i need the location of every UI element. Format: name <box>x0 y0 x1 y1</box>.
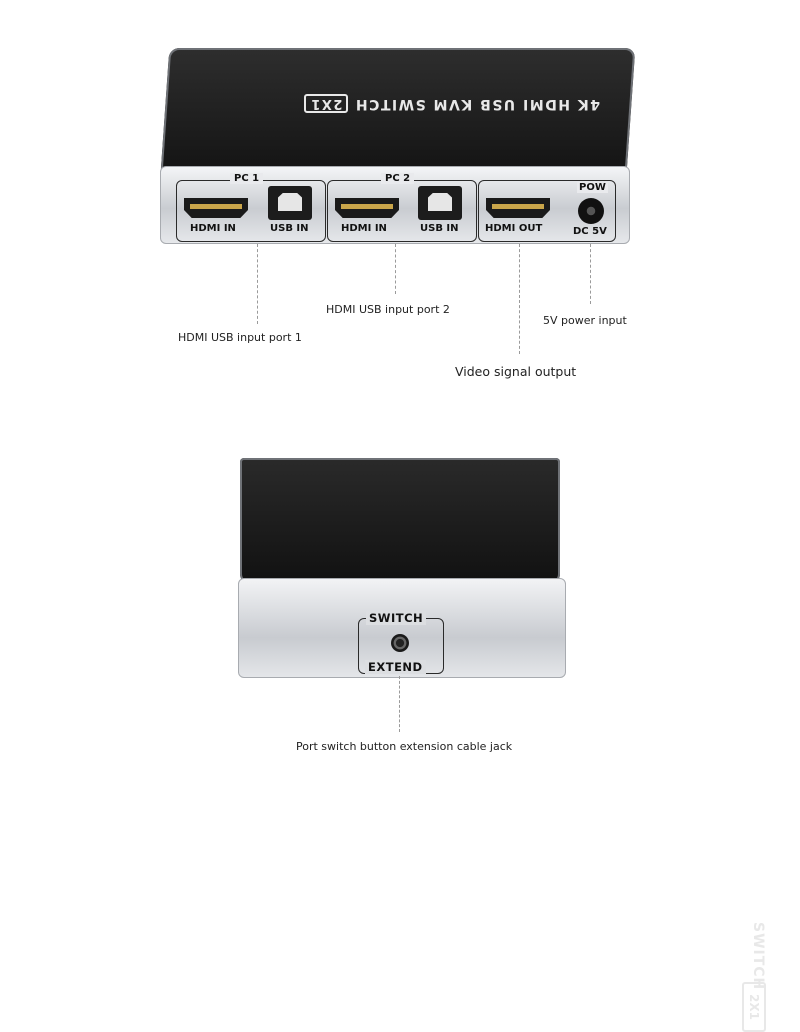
device-side-title: SWITCH 2X1 <box>368 462 766 1032</box>
device-title-badge: 2X1 <box>303 94 349 114</box>
caption-jack: Port switch button extension cable jack <box>296 740 513 753</box>
leader-line-port1 <box>257 244 258 324</box>
device-side-title-text: SWITCH <box>750 922 766 991</box>
pc1-hdmi-in-port <box>184 198 248 218</box>
caption-port1: HDMI USB input port 1 <box>178 331 302 344</box>
leader-line-port2 <box>395 244 396 294</box>
pc2-label: PC 2 <box>381 173 415 184</box>
pc2-hdmi-in-port <box>335 198 399 218</box>
leader-line-video-out <box>519 244 520 354</box>
device-top-title: 4K HDMI USB KVM SWITCH 2X1 <box>205 92 600 116</box>
hdmi-out-port <box>486 198 550 218</box>
output-port-group <box>478 180 616 242</box>
pc2-hdmi-in-label: HDMI IN <box>341 223 387 234</box>
device-side-title-badge: 2X1 <box>742 982 766 1032</box>
pc1-hdmi-in-label: HDMI IN <box>190 223 236 234</box>
caption-video-out: Video signal output <box>455 364 577 379</box>
switch-jack-label-bottom: EXTEND <box>365 660 426 674</box>
pc2-usb-in-port <box>418 186 462 220</box>
hdmi-out-label: HDMI OUT <box>485 223 543 234</box>
switch-jack-label-top: SWITCH <box>366 611 427 625</box>
dc-power-jack <box>578 198 604 224</box>
leader-line-jack <box>399 676 400 732</box>
pc1-label: PC 1 <box>230 173 264 184</box>
device-title-text: 4K HDMI USB KVM SWITCH <box>354 96 600 112</box>
caption-port2: HDMI USB input port 2 <box>326 303 450 316</box>
power-label-bottom: DC 5V <box>573 226 607 237</box>
pc1-usb-in-port <box>268 186 312 220</box>
switch-extension-jack <box>391 634 409 652</box>
caption-power: 5V power input <box>543 314 627 327</box>
power-label-top: POW <box>577 182 608 193</box>
pc2-usb-in-label: USB IN <box>420 223 459 234</box>
pc1-usb-in-label: USB IN <box>270 223 309 234</box>
leader-line-power <box>590 244 591 304</box>
device-side-top-panel <box>240 458 560 584</box>
